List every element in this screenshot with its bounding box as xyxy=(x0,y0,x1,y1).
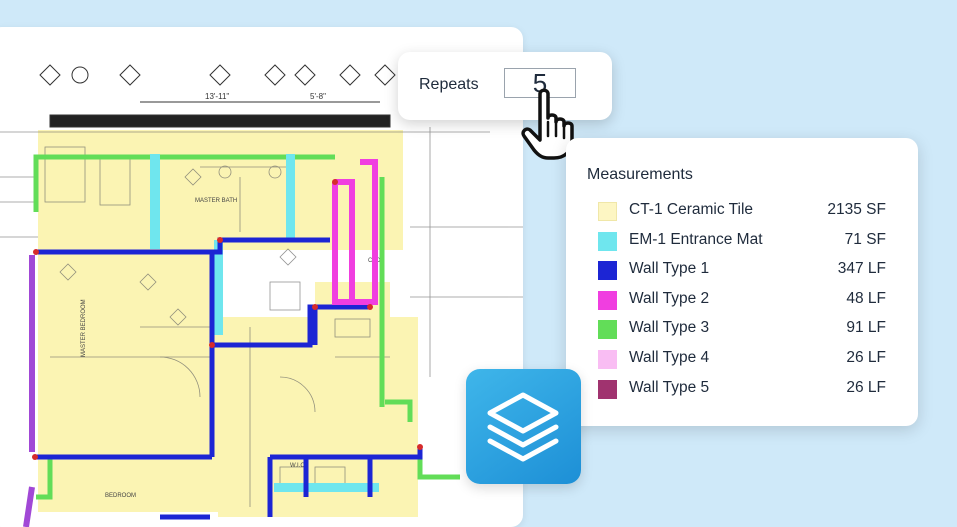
measurement-item[interactable]: Wall Type 4 26 LF xyxy=(598,346,886,376)
repeats-input[interactable] xyxy=(504,68,576,98)
color-swatch xyxy=(598,202,617,221)
measurements-panel: Measurements CT-1 Ceramic Tile 2135 SF E… xyxy=(566,138,918,426)
svg-text:5'-8": 5'-8" xyxy=(310,92,326,101)
layers-icon xyxy=(487,392,559,462)
measurements-list: CT-1 Ceramic Tile 2135 SF EM-1 Entrance … xyxy=(598,198,886,405)
measurement-item[interactable]: EM-1 Entrance Mat 71 SF xyxy=(598,228,886,258)
svg-text:BEDROOM: BEDROOM xyxy=(105,493,136,499)
floor-plan-drawing: 13'-11" 5'-8" MASTER BATH MASTER BEDROOM… xyxy=(0,64,523,527)
measurement-name: Wall Type 2 xyxy=(629,289,710,307)
svg-text:13'-11": 13'-11" xyxy=(205,92,229,101)
measurement-value: 71 SF xyxy=(844,230,886,248)
measurement-item[interactable]: Wall Type 2 48 LF xyxy=(598,287,886,317)
measurement-item[interactable]: Wall Type 3 91 LF xyxy=(598,316,886,346)
color-swatch xyxy=(598,231,617,251)
measurement-value: 91 LF xyxy=(846,319,886,337)
measurement-value: 26 LF xyxy=(846,348,886,366)
measurement-name: Wall Type 3 xyxy=(629,319,710,337)
measurement-value: 48 LF xyxy=(846,289,886,307)
svg-text:W.I.C: W.I.C xyxy=(290,463,305,469)
measurement-name: Wall Type 4 xyxy=(629,348,710,366)
hand-pointer-icon xyxy=(520,86,588,167)
svg-text:MASTER BATH: MASTER BATH xyxy=(195,198,237,204)
color-swatch xyxy=(598,290,617,310)
measurement-value: 347 LF xyxy=(837,260,886,278)
color-swatch xyxy=(598,320,617,340)
repeats-panel: Repeats xyxy=(398,52,612,120)
measurement-value: 26 LF xyxy=(846,378,886,396)
measurement-value: 2135 SF xyxy=(827,201,886,218)
measurement-name: CT-1 Ceramic Tile xyxy=(629,201,754,218)
color-swatch xyxy=(598,349,617,369)
color-swatch xyxy=(598,379,617,399)
measurement-name: EM-1 Entrance Mat xyxy=(629,230,763,248)
measurement-name: Wall Type 1 xyxy=(629,260,710,278)
layers-button[interactable] xyxy=(466,369,581,484)
measurements-title: Measurements xyxy=(587,166,693,183)
measurement-item[interactable]: Wall Type 1 347 LF xyxy=(598,257,886,287)
color-swatch xyxy=(598,261,617,281)
measurement-name: Wall Type 5 xyxy=(629,378,710,396)
svg-text:MASTER BEDROOM: MASTER BEDROOM xyxy=(81,299,87,357)
measurement-item[interactable]: Wall Type 5 26 LF xyxy=(598,376,886,406)
measurement-item[interactable]: CT-1 Ceramic Tile 2135 SF xyxy=(598,198,886,228)
repeats-label: Repeats xyxy=(419,76,479,93)
